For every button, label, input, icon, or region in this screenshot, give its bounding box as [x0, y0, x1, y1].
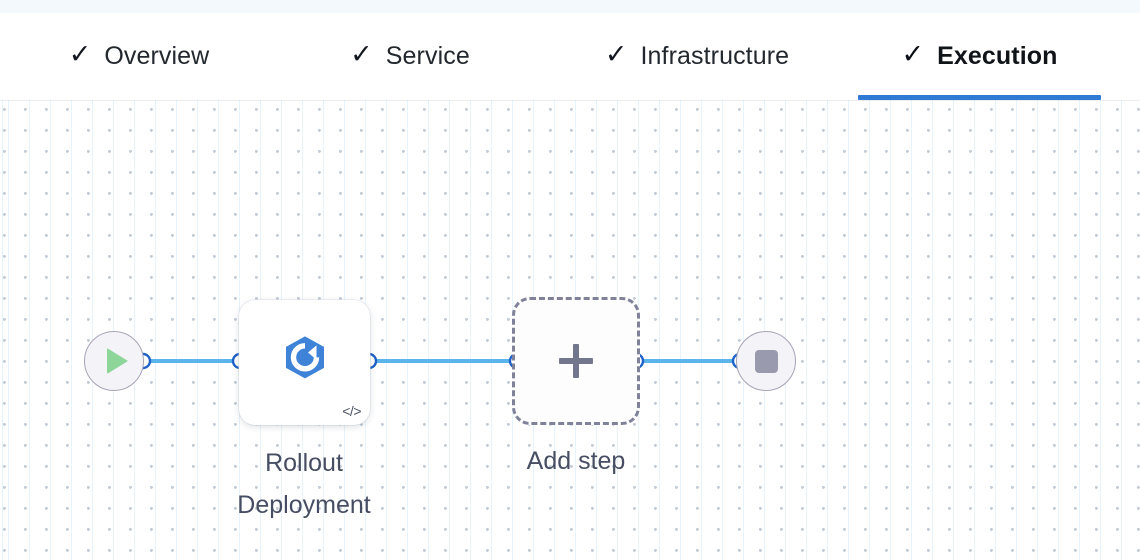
tab-label: Service — [385, 42, 470, 70]
check-icon: ✓ — [68, 39, 92, 69]
tab-underline — [298, 95, 522, 100]
pipeline-flow-graph: </> Rollout Deployment Add step — [0, 100, 1140, 560]
check-icon: ✓ — [604, 39, 628, 69]
tab-infrastructure[interactable]: ✓ Infrastructure — [548, 13, 846, 100]
tab-execution[interactable]: ✓ Execution — [858, 13, 1101, 100]
tab-overview[interactable]: ✓ Overview — [14, 13, 264, 100]
check-icon: ✓ — [350, 39, 373, 69]
tab-underline — [14, 95, 264, 100]
tab-list: ✓ Overview ✓ Service ✓ Infrastructure ✓ … — [0, 13, 1140, 100]
step-node-label: Rollout Deployment — [237, 449, 371, 519]
tab-underline — [548, 95, 846, 100]
plus-icon — [559, 344, 593, 378]
tab-underline-active — [858, 95, 1101, 100]
tab-label: Overview — [104, 42, 210, 70]
add-step-label: Add step — [526, 447, 626, 475]
tab-label: Infrastructure — [640, 42, 790, 70]
check-icon: ✓ — [901, 39, 925, 69]
code-badge-icon[interactable]: </> — [342, 403, 361, 419]
add-step-node[interactable] — [512, 297, 640, 425]
stop-icon — [754, 349, 778, 373]
tab-service[interactable]: ✓ Service — [298, 13, 522, 100]
pipeline-end-node[interactable] — [736, 331, 796, 391]
top-strip — [0, 0, 1140, 13]
play-icon — [106, 348, 128, 374]
tab-label: Execution — [937, 42, 1058, 70]
step-node-rollout-deployment[interactable]: </> — [239, 300, 370, 425]
rollout-deployment-icon — [281, 333, 329, 386]
wizard-tab-bar: ✓ Overview ✓ Service ✓ Infrastructure ✓ … — [0, 13, 1140, 100]
pipeline-start-node[interactable] — [84, 331, 144, 391]
